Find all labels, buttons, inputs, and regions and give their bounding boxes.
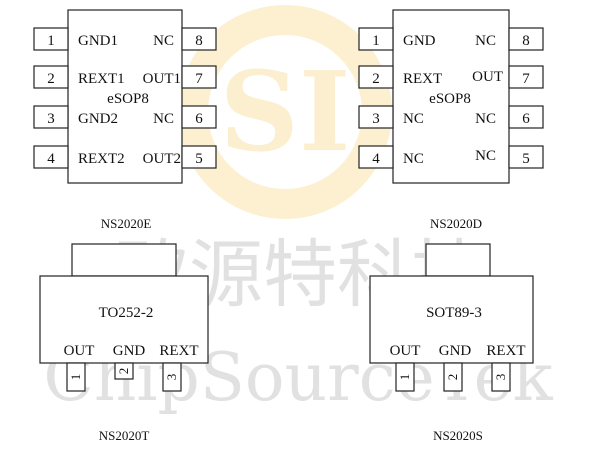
pin-name: NC [475,111,496,127]
pin-8 [508,27,544,51]
package-type-label: eSOP8 [107,91,149,107]
pin-name: NC [403,111,424,127]
pin-1 [358,27,394,51]
pin-2 [443,362,463,392]
pin-name: REXT [403,71,442,87]
pin-number: 2 [372,71,380,87]
package-ns2020s: OUT GND REXT 1 2 3 SOT89-3 NS2020S [369,243,534,443]
pin-number: 7 [522,71,530,87]
pin-number: 3 [493,374,508,381]
pin-number: 3 [372,111,380,127]
pin-number: 2 [47,71,55,87]
pin-name: OUT1 [143,71,181,87]
pin-name: OUT2 [143,151,181,167]
si-logo: SI [178,5,392,219]
pin-name: GND [113,343,146,359]
pin-6 [181,105,217,129]
pin-5 [508,145,544,169]
package-ns2020d: 1 2 3 4 8 7 6 5 GND REXT NC NC NC OUT NC… [358,9,544,231]
pin-name: NC [153,33,174,49]
pin-number: 3 [47,111,55,127]
pin-3 [491,362,511,392]
pin-1 [66,362,86,392]
pin-3 [162,362,182,392]
part-caption: NS2020E [101,216,152,231]
pin-name: GND2 [78,111,118,127]
pin-name: REXT1 [78,71,125,87]
chip-body [67,9,183,184]
heatsink-tab [71,243,177,277]
package-type-label: TO252-2 [99,305,154,321]
logo-text: SI [220,47,351,176]
pin-name: GND1 [78,33,118,49]
pin-number: 1 [68,374,83,381]
pin-name: NC [403,151,424,167]
pin-2 [114,362,134,380]
pin-7 [181,65,217,89]
pin-name: OUT [472,69,503,85]
pin-name: NC [475,33,496,49]
pin-name: OUT [64,343,95,359]
package-ns2020e: 1 2 3 4 8 7 6 5 GND1 REXT1 GND2 REXT2 NC… [33,9,217,231]
pin-2 [33,65,69,89]
pin-number: 4 [372,151,380,167]
pin-name: REXT [486,343,525,359]
pin-number: 1 [397,374,412,381]
part-caption: NS2020S [433,428,483,443]
pin-number: 5 [195,151,203,167]
pin-number: 8 [522,33,530,49]
pin-name: NC [475,148,496,164]
pin-number: 5 [522,151,530,167]
pin-name: REXT2 [78,151,125,167]
pin-1 [33,27,69,51]
pin-8 [181,27,217,51]
pin-name: GND [403,33,436,49]
pin-number: 7 [195,71,203,87]
pin-6 [508,105,544,129]
pin-1 [395,362,415,392]
part-caption: NS2020D [430,216,482,231]
chip-body [369,275,534,364]
pin-name: OUT [390,343,421,359]
package-type-label: SOT89-3 [426,305,482,321]
pin-2 [358,65,394,89]
pin-number: 2 [445,374,460,381]
package-type-label: eSOP8 [429,91,471,107]
heatsink-tab [425,243,491,277]
pin-number: 8 [195,33,203,49]
chip-body [39,275,209,364]
pin-number: 1 [372,33,380,49]
pin-7 [508,65,544,89]
pin-number: 1 [47,33,55,49]
pin-number: 3 [164,374,179,381]
pin-4 [358,145,394,169]
pin-name: REXT [159,343,198,359]
pin-3 [358,105,394,129]
package-ns2020t: OUT GND REXT 1 2 3 TO252-2 NS2020T [39,243,209,443]
pin-number: 6 [522,111,530,127]
pin-number: 4 [47,151,55,167]
pin-5 [181,145,217,169]
chip-body [392,9,510,184]
pin-3 [33,105,69,129]
pin-name: GND [439,343,472,359]
pin-number: 2 [116,368,131,375]
pin-name: NC [153,111,174,127]
pin-4 [33,145,69,169]
pin-number: 6 [195,111,203,127]
part-caption: NS2020T [99,428,150,443]
